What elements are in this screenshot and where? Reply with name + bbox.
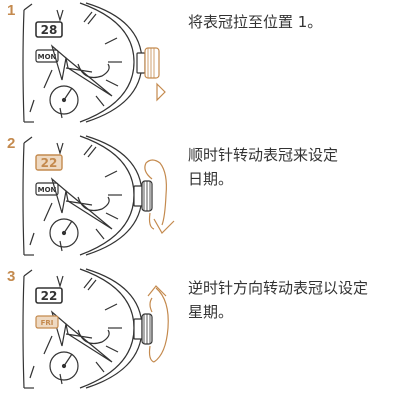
watch-illustration: 22 FRI <box>22 268 169 389</box>
day-window: MON <box>38 186 57 194</box>
day-window: MON <box>38 53 57 61</box>
watch-illustration: 22 MON <box>22 135 175 256</box>
instruction-line: 星期。 <box>188 303 234 321</box>
day-window: FRI <box>41 319 54 327</box>
instruction-line: 日期。 <box>188 170 234 188</box>
date-window: 22 <box>41 289 58 303</box>
step-number: 1 <box>7 2 16 19</box>
instruction-text: 顺时针转动表冠来设定 日期。 <box>188 143 403 191</box>
step-number: 3 <box>7 268 16 285</box>
date-window: 28 <box>41 23 58 37</box>
step-3: 3 <box>0 266 411 394</box>
step-2: 2 <box>0 133 411 261</box>
instruction-line: 将表冠拉至位置 1。 <box>188 13 323 31</box>
instruction-line: 顺时针转动表冠来设定 <box>188 146 339 164</box>
instruction-line: 逆时针方向转动表冠以设定 <box>188 279 369 297</box>
date-window: 22 <box>41 156 58 170</box>
watch-illustration: 28 MON <box>22 2 166 123</box>
step-number: 2 <box>7 135 16 152</box>
instruction-text: 逆时针方向转动表冠以设定 星期。 <box>188 276 403 324</box>
instruction-text: 将表冠拉至位置 1。 <box>188 10 403 34</box>
step-1: 1 <box>0 0 411 128</box>
